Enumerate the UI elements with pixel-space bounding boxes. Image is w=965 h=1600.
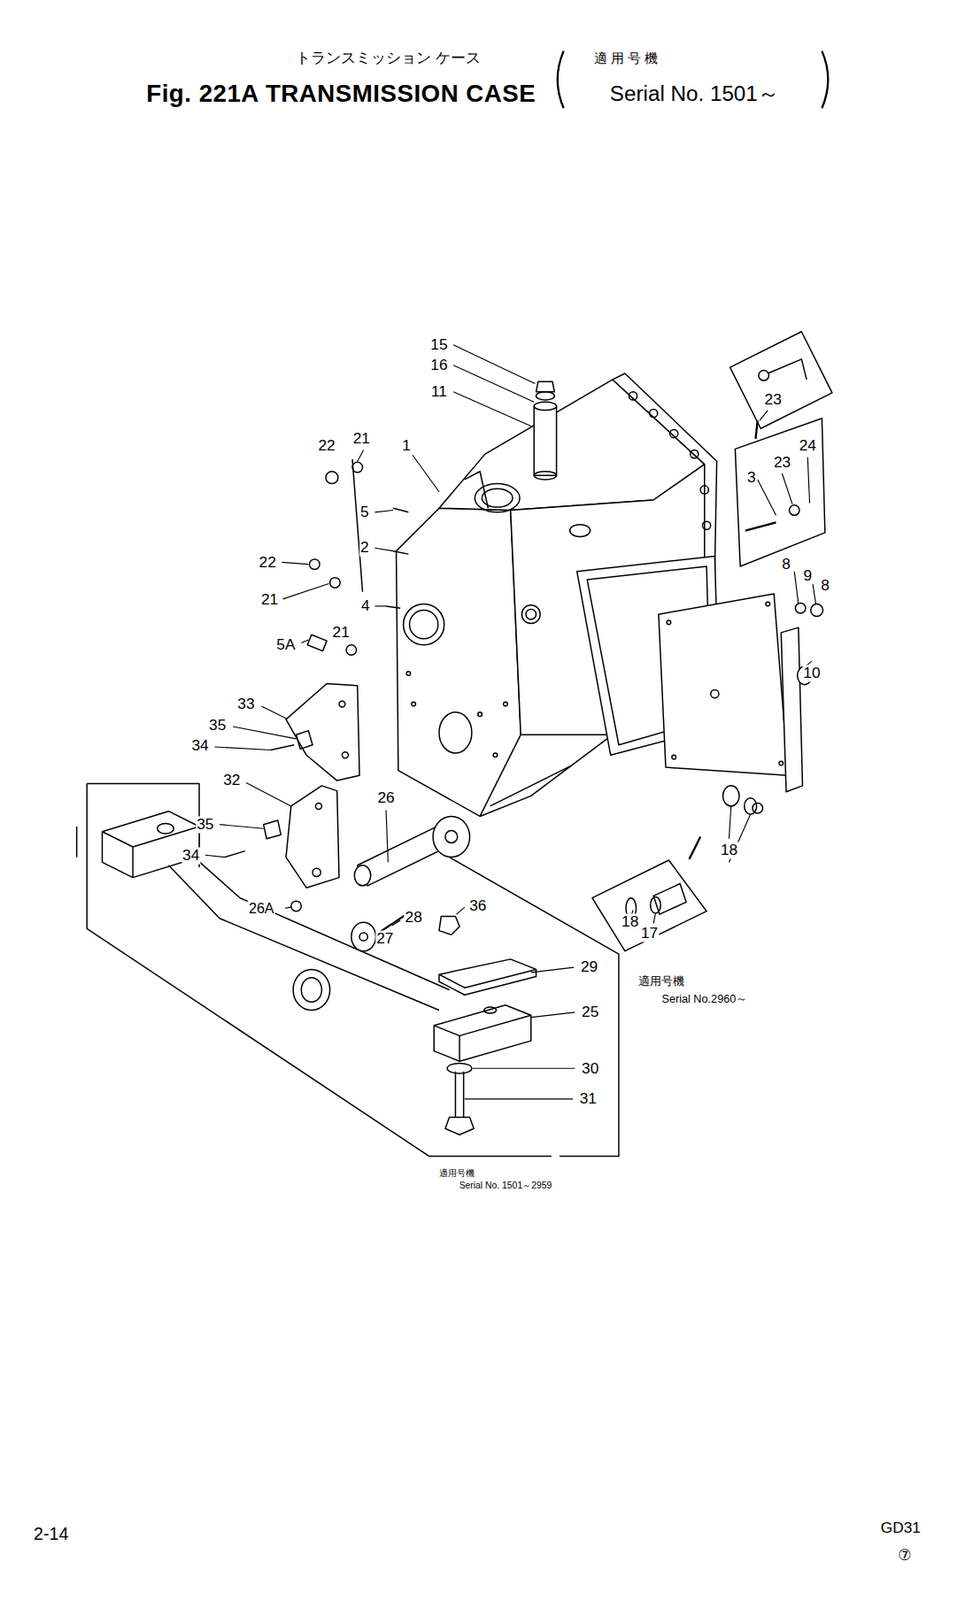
callout-number: 31 xyxy=(579,1091,598,1109)
callout-number: 15 xyxy=(429,336,448,354)
callout-number: 32 xyxy=(222,772,241,790)
callout-number: 8 xyxy=(780,555,792,573)
callout-number: 1 xyxy=(401,438,412,456)
callout-number: 4 xyxy=(360,598,371,616)
callout-number: 5 xyxy=(359,504,371,522)
callout-number: 28 xyxy=(404,909,424,927)
title-text: Serial No. 1501～ xyxy=(609,82,780,107)
page-marker: GD31 xyxy=(880,1520,922,1537)
callout-number: 21 xyxy=(352,430,371,448)
serial-note: Serial No. 1501～2959 xyxy=(458,1181,554,1192)
page-marker: 2-14 xyxy=(32,1525,70,1545)
title-text: 適 用 号 機 xyxy=(593,50,660,66)
callout-number: 25 xyxy=(580,1004,600,1022)
title-text: トランスミッション ケース xyxy=(294,49,482,67)
serial-note: Serial No.2960～ xyxy=(660,994,749,1007)
callout-number: 34 xyxy=(181,847,201,865)
callout-number: 22 xyxy=(258,554,278,572)
callout-number: 21 xyxy=(260,592,279,610)
callout-number: 16 xyxy=(429,356,448,374)
callout-number: 2 xyxy=(359,540,371,557)
callout-number: 30 xyxy=(580,1060,600,1078)
callout-number: 9 xyxy=(802,567,814,585)
figure-title: Fig. 221A TRANSMISSION CASE xyxy=(145,80,537,108)
callout-number: 26 xyxy=(376,789,395,807)
callout-number: 18 xyxy=(620,913,640,931)
callout-number: 29 xyxy=(579,959,599,977)
callout-number: 11 xyxy=(430,383,448,401)
callout-number: 35 xyxy=(195,816,215,834)
callout-number: 10 xyxy=(802,665,821,683)
callout-number: 22 xyxy=(316,438,336,456)
callout-number: 23 xyxy=(764,392,783,410)
page-marker: ⑦ xyxy=(896,1547,913,1565)
callout-number: 33 xyxy=(236,695,255,713)
callout-number: 24 xyxy=(798,438,818,456)
callout-number: 3 xyxy=(746,469,757,487)
callout-number: 27 xyxy=(375,931,394,949)
serial-note: 適用号機 xyxy=(438,1169,476,1180)
callout-number: 8 xyxy=(819,578,831,595)
callout-number: 35 xyxy=(208,717,227,735)
callout-number: 23 xyxy=(772,454,792,471)
callout-number: 34 xyxy=(190,738,209,756)
callout-number: 21 xyxy=(331,625,351,642)
serial-note: 適用号機 xyxy=(637,976,686,989)
callout-number: 26A xyxy=(247,901,276,918)
callout-number: 17 xyxy=(640,926,659,943)
callout-number: 36 xyxy=(468,898,487,916)
callout-number: 18 xyxy=(719,841,739,859)
callout-number: 5A xyxy=(275,636,296,654)
